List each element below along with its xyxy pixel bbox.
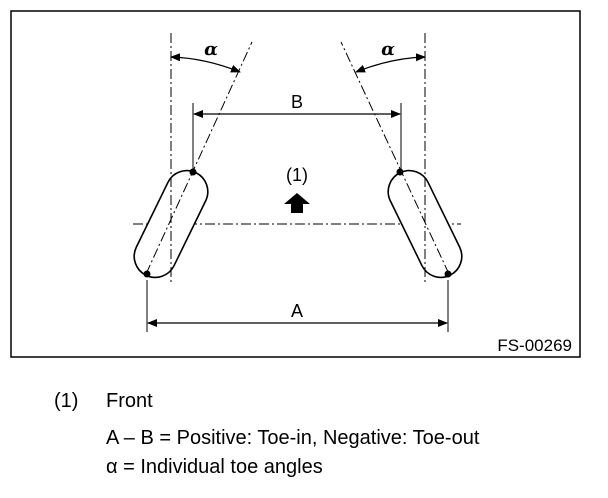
right-wheel-group <box>340 33 463 332</box>
arrow-up-icon <box>284 193 310 213</box>
left-toe-line <box>145 41 253 275</box>
right-alpha-arc <box>355 53 426 73</box>
diagram-frame <box>10 10 581 358</box>
label-a: A <box>291 301 303 321</box>
left-front-point <box>189 168 197 176</box>
right-toe-line <box>340 41 450 275</box>
figure-code: FS-00269 <box>497 336 572 355</box>
left-wheel-group <box>133 33 253 332</box>
right-rear-point <box>444 270 452 278</box>
left-alpha-label: α <box>204 39 218 60</box>
left-alpha-arc <box>170 53 241 73</box>
label-b: B <box>291 92 303 112</box>
right-front-point <box>396 168 404 176</box>
right-alpha-label: α <box>381 39 395 60</box>
left-rear-point <box>143 270 151 278</box>
front-marker-label: (1) <box>286 165 308 185</box>
